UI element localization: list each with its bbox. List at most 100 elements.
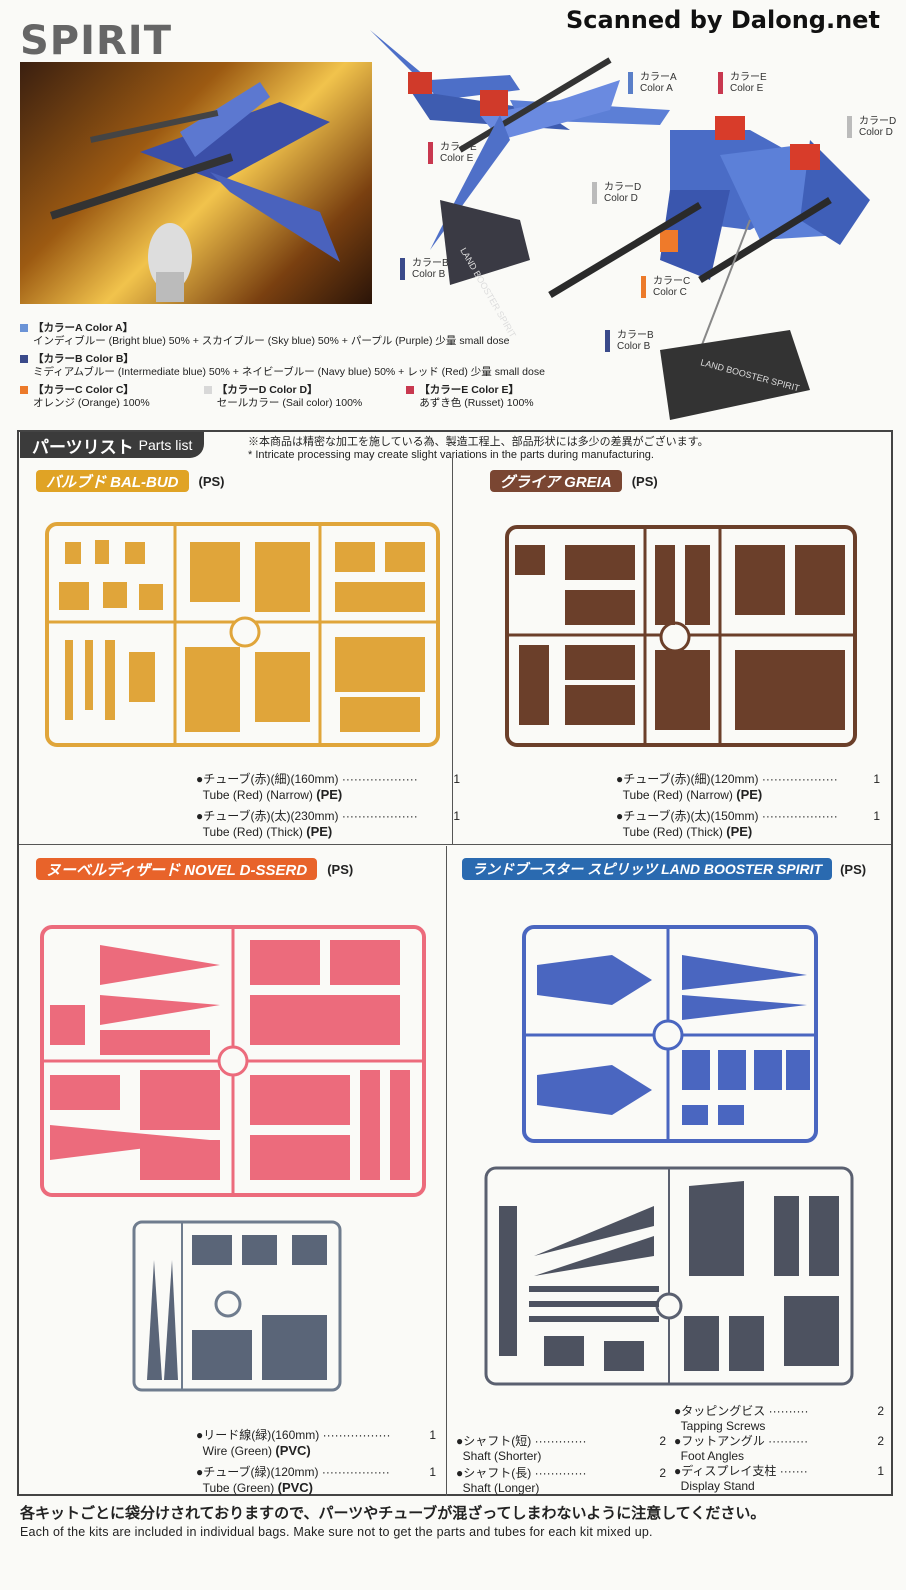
recipe-desc: オレンジ (Orange) 100%	[33, 397, 150, 409]
accessory-jp: ●タッピングビス	[674, 1404, 766, 1418]
callout-en: Color C	[653, 287, 687, 298]
model-photo	[20, 62, 372, 304]
accessory-qty: 1	[429, 1465, 436, 1479]
accessory-item: ●フットアングル ·········· 2 Foot Angles	[674, 1434, 884, 1463]
footer-jp: 各キットごとに袋分けされておりますので、パーツやチューブが混ざってしまわないよう…	[20, 1505, 766, 1522]
accessory-item: ●タッピングビス ·········· 2 Tapping Screws	[674, 1404, 884, 1433]
recipe-color-e: 【カラーE Color E】あずき色 (Russet) 100%	[406, 384, 534, 410]
notice-jp: ※本商品は精密な加工を施している為、製造工程上、部品形状には多少の差異がございま…	[248, 436, 709, 448]
accessory-qty: 2	[659, 1434, 666, 1448]
accessory-en: Shaft (Shorter)	[462, 1449, 542, 1463]
swatch	[20, 386, 28, 394]
accessory-en: Tube (Red) (Narrow)	[622, 788, 733, 802]
accessory-qty: 2	[659, 1466, 666, 1480]
accessory-item: ●シャフト(短) ············· 2 Shaft (Shorter)	[456, 1434, 666, 1463]
kit-header-novel: ヌーベルディザード NOVEL D-SSERD (PS)	[36, 858, 353, 880]
accessory-en: Tube (Red) (Thick)	[202, 825, 303, 839]
kit-header-balbud: バルブド BAL-BUD (PS)	[36, 470, 225, 492]
accessory-en: Tube (Red) (Thick)	[622, 825, 723, 839]
kit-header-lbs: ランドブースター スピリッツ LAND BOOSTER SPIRIT (PS)	[462, 858, 866, 880]
accessory-jp: ●フットアングル	[674, 1434, 765, 1448]
callout-jp: カラーA	[640, 72, 677, 83]
model-photo-art	[50, 82, 340, 302]
callout-jp: カラーB	[412, 258, 449, 269]
accessory-jp: ●シャフト(短)	[456, 1434, 532, 1448]
accessories-greia: ●チューブ(赤)(細)(120mm) ··················· 1…	[616, 772, 880, 840]
swatch	[203, 386, 212, 394]
accessory-en: Wire (Green)	[202, 1444, 273, 1458]
accessory-jp: ●ディスプレイ支柱	[674, 1464, 777, 1478]
accessory-qty: 1	[873, 772, 880, 786]
accessory-en: Tube (Red) (Narrow)	[202, 788, 313, 802]
callout-jp: カラーD	[604, 182, 642, 193]
kit-material: (PS)	[198, 473, 225, 489]
accessories-balbud: ●チューブ(赤)(細)(160mm) ··················· 1…	[196, 772, 460, 840]
accessory-item: ●チューブ(赤)(太)(150mm) ··················· 1…	[616, 809, 880, 839]
callout-en: Color E	[730, 83, 764, 94]
callout-jp: カラーB	[617, 330, 654, 341]
accessory-en: Tube (Green)	[202, 1481, 275, 1495]
parts-list-title-en: Parts list	[138, 437, 193, 453]
paint-recipes: 【カラーA Color A】インディブルー (Bright blue) 50% …	[20, 322, 640, 415]
accessory-jp: ●チューブ(赤)(細)(120mm)	[616, 772, 759, 786]
accessory-qty: 1	[453, 772, 460, 786]
accessory-jp: ●チューブ(赤)(太)(150mm)	[616, 809, 759, 823]
recipe-color-a: 【カラーA Color A】インディブルー (Bright blue) 50% …	[20, 322, 640, 348]
runner-novel-sub	[132, 1220, 342, 1392]
divider	[19, 844, 891, 845]
accessory-qty: 1	[429, 1428, 436, 1442]
accessory-material: (PE)	[316, 787, 343, 802]
accessory-jp: ●リード線(緑)(160mm)	[196, 1428, 320, 1442]
callout-en: Color B	[617, 341, 651, 352]
accessory-item: ●チューブ(赤)(太)(230mm) ··················· 1…	[196, 809, 460, 839]
swatch	[20, 324, 28, 332]
callout-jp: カラーE	[440, 142, 477, 153]
accessory-qty: 1	[453, 809, 460, 823]
accessory-material: (PVC)	[275, 1443, 311, 1458]
accessory-qty: 2	[877, 1434, 884, 1448]
model-illustration: LAND BOOSTER SPIRIT LAND BOOSTER SPIRIT	[370, 30, 870, 420]
accessory-jp: ●チューブ(赤)(細)(160mm)	[196, 772, 339, 786]
callout-en: Color D	[604, 193, 638, 204]
callout-en: Color A	[640, 83, 673, 94]
callout-jp: カラーD	[859, 116, 897, 127]
recipe-color-d: 【カラーD Color D】セールカラー (Sail color) 100%	[203, 384, 363, 410]
runner-lbs-sub	[484, 1166, 854, 1386]
accessory-item: ●チューブ(赤)(細)(120mm) ··················· 1…	[616, 772, 880, 802]
recipe-desc: インディブルー (Bright blue) 50% + スカイブルー (Sky …	[33, 335, 510, 347]
accessory-qty: 1	[877, 1464, 884, 1478]
accessory-en: Foot Angles	[680, 1449, 745, 1463]
recipe-name: 【カラーE Color E】	[419, 384, 520, 396]
accessories-lbs-left: ●シャフト(短) ············· 2 Shaft (Shorter)…	[456, 1434, 666, 1496]
parts-list-frame	[17, 430, 893, 1496]
recipe-desc: セールカラー (Sail color) 100%	[216, 397, 363, 409]
accessory-qty: 2	[877, 1404, 884, 1418]
kit-header-greia: グライア GREIA (PS)	[490, 470, 658, 492]
accessory-qty: 1	[873, 809, 880, 823]
accessories-lbs-right: ●タッピングビス ·········· 2 Tapping Screws ●フッ…	[674, 1404, 884, 1494]
callout-jp: カラーC	[653, 276, 691, 287]
recipe-name: 【カラーA Color A】	[33, 322, 134, 334]
scanner-watermark: Scanned by Dalong.net	[566, 6, 880, 34]
swatch	[20, 355, 28, 363]
accessory-item: ●リード線(緑)(160mm) ················· 1 Wire…	[196, 1428, 436, 1458]
kit-material: (PS)	[631, 473, 658, 489]
divider	[446, 846, 447, 1496]
kit-label: ヌーベルディザード NOVEL D-SSERD	[36, 858, 318, 880]
callout-jp: カラーE	[730, 72, 767, 83]
runner-novel	[40, 925, 426, 1197]
runner-greia	[505, 525, 857, 747]
accessory-item: ●チューブ(赤)(細)(160mm) ··················· 1…	[196, 772, 460, 802]
accessory-jp: ●チューブ(赤)(太)(230mm)	[196, 809, 339, 823]
runner-lbs	[522, 925, 818, 1143]
kit-material: (PS)	[840, 861, 867, 877]
manufacturing-notice: ※本商品は精密な加工を施している為、製造工程上、部品形状には多少の差異がございま…	[248, 436, 709, 462]
footer-note: 各キットごとに袋分けされておりますので、パーツやチューブが混ざってしまわないよう…	[20, 1502, 886, 1539]
kit-label: グライア GREIA	[490, 470, 622, 492]
